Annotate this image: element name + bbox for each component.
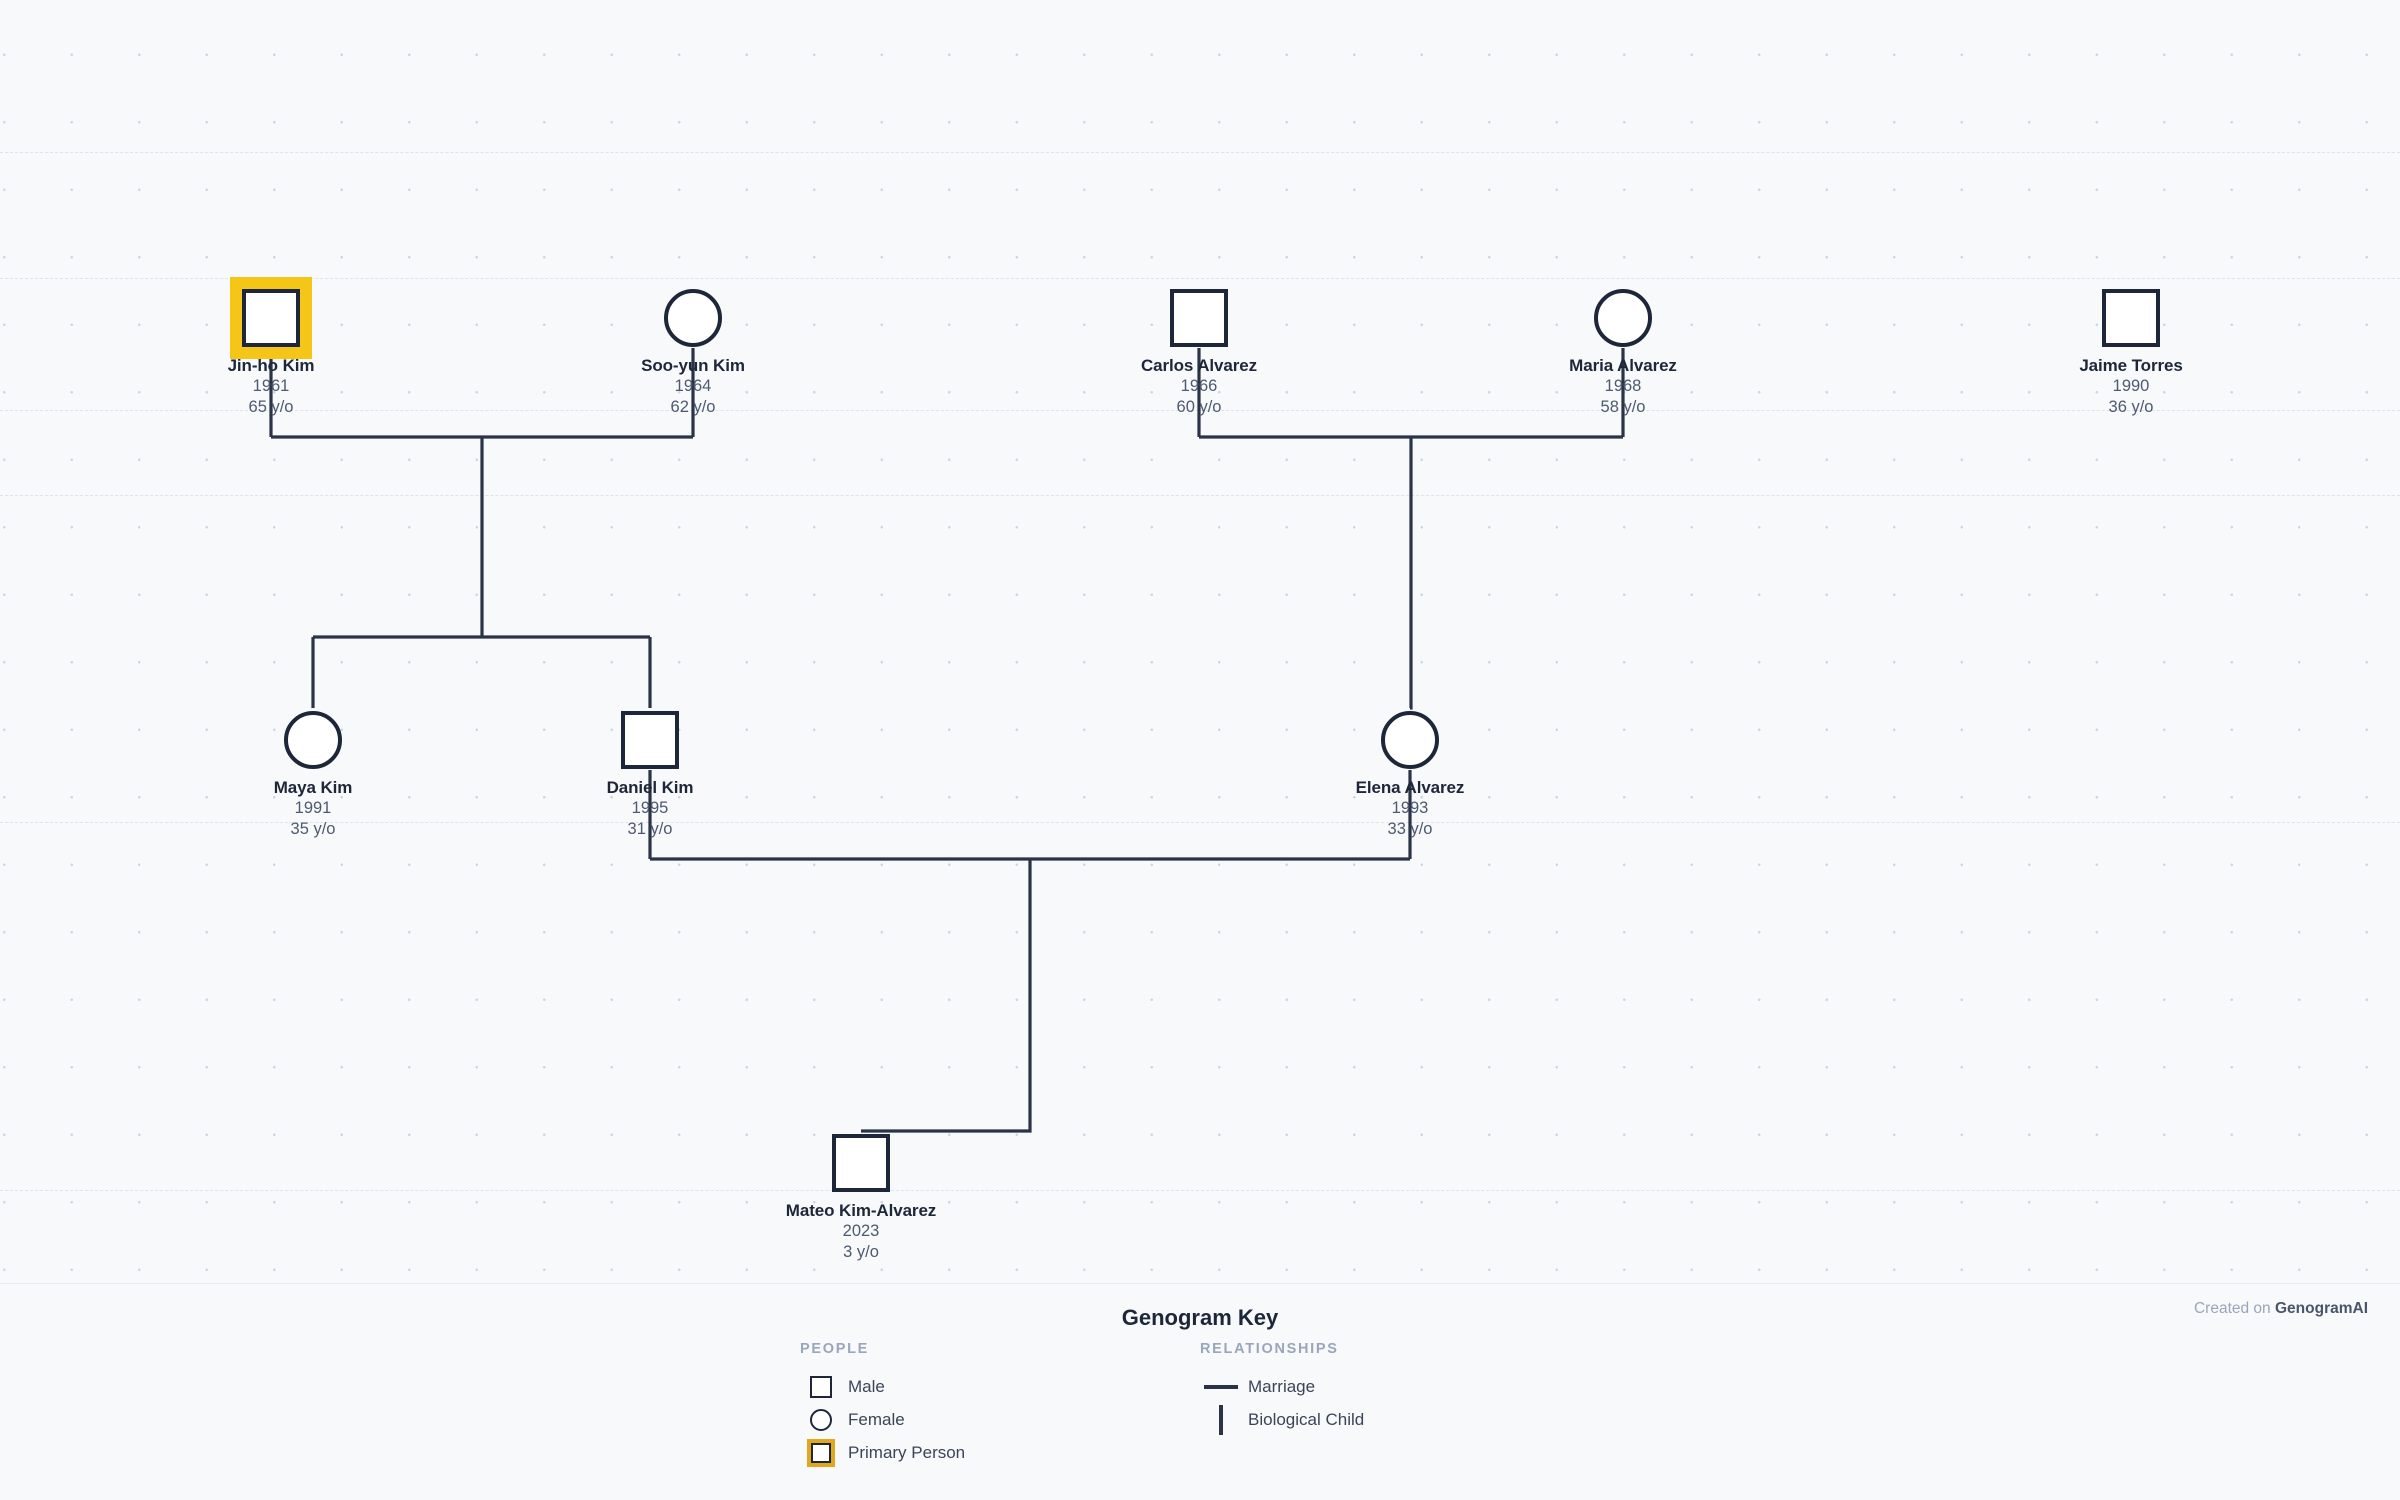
person-age: 65 y/o bbox=[248, 398, 294, 416]
person-birth-year: 2023 bbox=[842, 1222, 880, 1240]
genogram-key-panel: Genogram Key PEOPLE Male Female Primary bbox=[0, 1283, 2400, 1500]
circle-icon[interactable] bbox=[661, 286, 725, 350]
person-age: 62 y/o bbox=[670, 398, 716, 416]
person-node-maria[interactable]: Maria Alvarez 1968 58 y/o bbox=[1508, 286, 1738, 418]
person-birth-year: 1993 bbox=[1391, 799, 1429, 817]
circle-icon[interactable] bbox=[281, 708, 345, 772]
square-icon[interactable] bbox=[2099, 286, 2163, 350]
legend-label-marriage: Marriage bbox=[1248, 1377, 1316, 1396]
legend-item-primary-person: Primary Person bbox=[800, 1437, 965, 1469]
person-node-carlos[interactable]: Carlos Alvarez 1966 60 y/o bbox=[1084, 286, 1314, 418]
person-name: Daniel Kim bbox=[606, 778, 694, 797]
generation-guide-line bbox=[0, 495, 2400, 496]
legend-item-male: Male bbox=[800, 1371, 965, 1403]
primary-person-icon[interactable] bbox=[230, 277, 312, 359]
generation-guide-line bbox=[0, 278, 2400, 279]
genogram-canvas[interactable]: Jin-ho Kim 1961 65 y/o Soo-yun Kim 1964 62 y/… bbox=[0, 0, 2400, 1283]
person-age: 31 y/o bbox=[627, 820, 673, 838]
person-node-maya[interactable]: Maya Kim 1991 35 y/o bbox=[198, 708, 428, 840]
person-node-elena[interactable]: Elena Alvarez 1993 33 y/o bbox=[1295, 708, 1525, 840]
person-birth-year: 1964 bbox=[674, 377, 712, 395]
person-birth-year: 1961 bbox=[252, 377, 290, 395]
generation-guide-line bbox=[0, 1190, 2400, 1191]
person-shape bbox=[242, 289, 300, 347]
person-shape bbox=[1381, 711, 1439, 769]
person-name: Maya Kim bbox=[273, 778, 353, 797]
person-node-jaime[interactable]: Jaime Torres 1990 36 y/o bbox=[2016, 286, 2246, 418]
person-shape bbox=[284, 711, 342, 769]
relationship-connectors bbox=[269, 348, 1625, 1133]
person-shape bbox=[1594, 289, 1652, 347]
person-name: Maria Alvarez bbox=[1569, 356, 1677, 375]
square-icon bbox=[800, 1376, 842, 1398]
person-birth-year: 1995 bbox=[631, 799, 669, 817]
square-icon[interactable] bbox=[1167, 286, 1231, 350]
child-descent-line bbox=[1409, 437, 1413, 710]
vertical-line-icon bbox=[1200, 1405, 1242, 1435]
horizontal-line-icon bbox=[1200, 1385, 1242, 1389]
person-shape bbox=[621, 711, 679, 769]
child-descent-line bbox=[861, 859, 1032, 1133]
person-age: 33 y/o bbox=[1387, 820, 1433, 838]
legend-title: Genogram Key bbox=[1121, 1305, 1279, 1330]
person-name: Carlos Alvarez bbox=[1140, 356, 1258, 375]
person-shape bbox=[2102, 289, 2160, 347]
person-age: 60 y/o bbox=[1176, 398, 1222, 416]
square-icon[interactable] bbox=[829, 1131, 893, 1195]
person-age: 35 y/o bbox=[290, 820, 336, 838]
square-icon[interactable] bbox=[618, 708, 682, 772]
generation-guide-line bbox=[0, 822, 2400, 823]
person-node-sooyun[interactable]: Soo-yun Kim 1964 62 y/o bbox=[578, 286, 808, 418]
legend-label-male: Male bbox=[848, 1377, 885, 1396]
primary-person-icon bbox=[800, 1439, 842, 1467]
credit-brand: GenogramAI bbox=[2274, 1300, 2368, 1317]
credit-attribution: Created on GenogramAI bbox=[2194, 1300, 2368, 1318]
credit-prefix: Created on bbox=[2193, 1300, 2275, 1317]
person-birth-year: 1966 bbox=[1180, 377, 1218, 395]
legend-label-biological-child: Biological Child bbox=[1248, 1410, 1365, 1429]
generation-guide-line bbox=[0, 152, 2400, 153]
legend-people-column: PEOPLE Male Female Primary Person bbox=[800, 1341, 965, 1470]
person-birth-year: 1968 bbox=[1604, 377, 1642, 395]
legend-item-female: Female bbox=[800, 1404, 965, 1436]
person-shape bbox=[832, 1134, 890, 1192]
person-name: Jin-ho Kim bbox=[227, 356, 315, 375]
person-age: 58 y/o bbox=[1600, 398, 1646, 416]
person-name: Jaime Torres bbox=[2079, 356, 2183, 375]
person-node-mateo[interactable]: Mateo Kim-Alvarez 2023 3 y/o bbox=[746, 1131, 976, 1263]
legend-people-heading: PEOPLE bbox=[800, 1341, 870, 1357]
legend-relationships-heading: RELATIONSHIPS bbox=[1200, 1341, 1339, 1357]
person-age: 36 y/o bbox=[2108, 398, 2154, 416]
circle-icon[interactable] bbox=[1378, 708, 1442, 772]
legend-label-female: Female bbox=[848, 1410, 905, 1429]
person-node-daniel[interactable]: Daniel Kim 1995 31 y/o bbox=[535, 708, 765, 840]
legend-relationships-column: RELATIONSHIPS Marriage Biological Child bbox=[1200, 1341, 1364, 1437]
person-name: Elena Alvarez bbox=[1355, 778, 1465, 797]
circle-icon[interactable] bbox=[1591, 286, 1655, 350]
legend-item-biological-child: Biological Child bbox=[1200, 1404, 1364, 1436]
person-shape bbox=[664, 289, 722, 347]
person-shape bbox=[1170, 289, 1228, 347]
person-birth-year: 1991 bbox=[294, 799, 332, 817]
person-name: Soo-yun Kim bbox=[641, 356, 745, 375]
legend-label-primary-person: Primary Person bbox=[848, 1443, 966, 1462]
person-age: 3 y/o bbox=[843, 1243, 879, 1261]
person-node-jinho[interactable]: Jin-ho Kim 1961 65 y/o bbox=[156, 277, 386, 418]
circle-icon bbox=[800, 1409, 842, 1431]
legend-item-marriage: Marriage bbox=[1200, 1371, 1364, 1403]
person-name: Mateo Kim-Alvarez bbox=[785, 1201, 937, 1220]
person-birth-year: 1990 bbox=[2112, 377, 2150, 395]
